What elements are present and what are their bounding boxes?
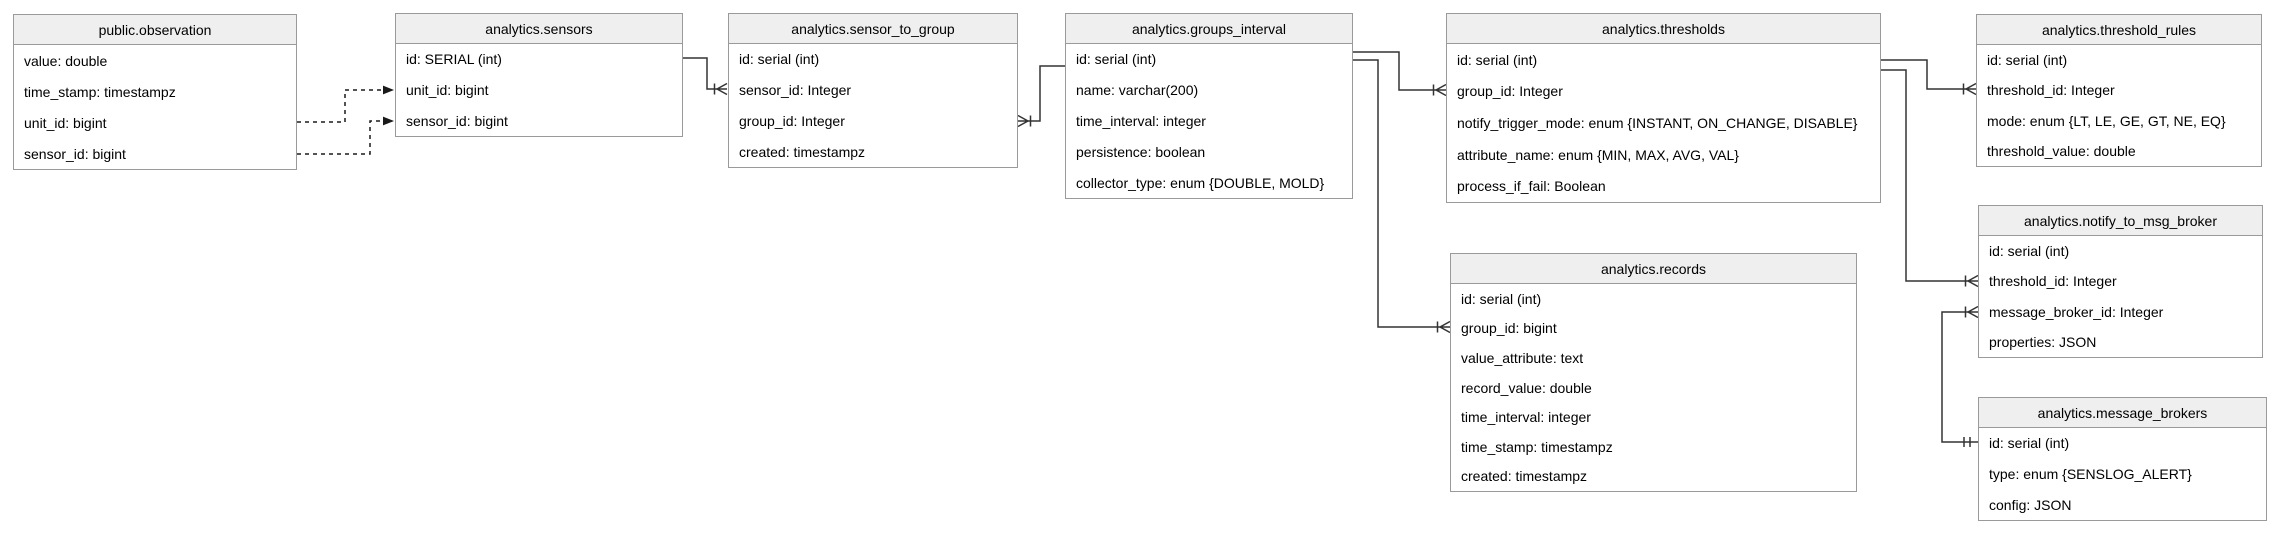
table-field[interactable]: name: varchar(200) (1076, 82, 1199, 99)
table-field[interactable]: id: serial (int) (739, 51, 820, 68)
table-field[interactable]: id: serial (int) (1457, 51, 1538, 68)
table-analytics-thresholds[interactable]: analytics.thresholds id: serial (int) gro… (1446, 13, 1881, 203)
table-fields: id: serial (int) name: varchar(200) time_i… (1066, 44, 1352, 198)
table-title[interactable]: analytics.sensors (396, 14, 682, 44)
table-fields: id: SERIAL (int) unit_id: bigint sensor_id… (396, 44, 682, 136)
table-field[interactable]: time_interval: integer (1076, 112, 1206, 129)
table-field[interactable]: value: double (24, 52, 108, 69)
table-field[interactable]: mode: enum {LT, LE, GE, GT, NE, EQ} (1987, 112, 2226, 129)
table-analytics-message_brokers[interactable]: analytics.message_brokers id: serial (in… (1978, 397, 2267, 521)
table-field[interactable]: created: timestampz (1461, 468, 1588, 485)
table-field[interactable]: id: serial (int) (1461, 290, 1542, 307)
table-analytics-notify_to_msg_broker[interactable]: analytics.notify_to_msg_broker id: seria… (1978, 205, 2263, 358)
table-field[interactable]: sensor_id: bigint (406, 112, 508, 129)
edge-message_brokers-id-to-notify_to_msg_broker-message_broker_id[interactable] (1941, 305, 1979, 448)
table-field[interactable]: config: JSON (1989, 496, 2072, 513)
table-field[interactable]: group_id: Integer (1457, 83, 1563, 100)
table-public-observation[interactable]: public.observation value: double time_sta… (13, 14, 297, 170)
edge-observation-sensor_id-to-sensors-sensor_id[interactable] (297, 116, 394, 155)
table-analytics-sensor_to_group[interactable]: analytics.sensor_to_group id: serial (in… (728, 13, 1018, 168)
table-field[interactable]: id: serial (int) (1989, 243, 2070, 260)
table-title[interactable]: analytics.sensor_to_group (729, 14, 1017, 44)
table-field[interactable]: sensor_id: bigint (24, 145, 126, 162)
table-field[interactable]: persistence: boolean (1076, 143, 1206, 160)
table-field[interactable]: notify_trigger_mode: enum {INSTANT, ON_C… (1457, 114, 1858, 131)
table-analytics-sensors[interactable]: analytics.sensors id: SERIAL (int) unit_i… (395, 13, 683, 137)
table-title[interactable]: analytics.notify_to_msg_broker (1979, 206, 2262, 236)
edge-thresholds-id-to-notify_to_msg_broker-threshold_id[interactable] (1881, 69, 1979, 288)
table-fields: value: double time_stamp: timestampz unit_… (14, 45, 296, 169)
table-title[interactable]: analytics.groups_interval (1066, 14, 1352, 44)
edge-sensors-id-to-sensor_to_group-sensor_id[interactable] (683, 57, 728, 96)
table-fields: id: serial (int) threshold_id: Integer mod… (1977, 45, 2261, 166)
table-title[interactable]: analytics.records (1451, 254, 1856, 284)
edge-groups_interval-id-to-thresholds-group_id[interactable] (1353, 51, 1447, 97)
table-field[interactable]: message_broker_id: Integer (1989, 303, 2164, 320)
table-fields: id: serial (int) group_id: bigint value_at… (1451, 284, 1856, 491)
table-title[interactable]: public.observation (14, 15, 296, 45)
table-field[interactable]: id: serial (int) (1987, 52, 2068, 69)
table-field[interactable]: properties: JSON (1989, 333, 2097, 350)
table-analytics-groups_interval[interactable]: analytics.groups_interval id: serial (in… (1065, 13, 1353, 199)
table-field[interactable]: threshold_id: Integer (1987, 82, 2115, 99)
table-fields: id: serial (int) group_id: Integer notify_… (1447, 44, 1880, 202)
table-field[interactable]: type: enum {SENSLOG_ALERT} (1989, 466, 2192, 482)
table-field[interactable]: id: SERIAL (int) (406, 51, 502, 68)
table-field[interactable]: id: serial (int) (1076, 51, 1157, 68)
table-field[interactable]: group_id: Integer (739, 112, 845, 129)
table-field[interactable]: time_stamp: timestampz (24, 83, 176, 100)
table-field[interactable]: id: serial (int) (1989, 435, 2070, 452)
edge-groups_interval-id-to-sensor_to_group-group_id[interactable] (1017, 65, 1065, 128)
table-field[interactable]: group_id: bigint (1461, 320, 1557, 337)
table-field[interactable]: time_stamp: timestampz (1461, 438, 1613, 455)
table-fields: id: serial (int) sensor_id: Integer group_… (729, 44, 1017, 167)
table-analytics-threshold_rules[interactable]: analytics.threshold_rules id: serial (in… (1976, 14, 2262, 167)
table-analytics-records[interactable]: analytics.records id: serial (int) group_… (1450, 253, 1857, 492)
table-title[interactable]: analytics.threshold_rules (1977, 15, 2261, 45)
table-fields: id: serial (int) type: enum {SENSLOG_ALER… (1979, 428, 2266, 520)
edge-groups_interval-id-to-records-group_id[interactable] (1353, 59, 1451, 334)
table-field[interactable]: process_if_fail: Boolean (1457, 178, 1606, 195)
table-field[interactable]: threshold_id: Integer (1989, 273, 2117, 290)
table-fields: id: serial (int) threshold_id: Integer mes… (1979, 236, 2262, 357)
table-field[interactable]: collector_type: enum {DOUBLE, MOLD} (1076, 174, 1325, 191)
table-title[interactable]: analytics.thresholds (1447, 14, 1880, 44)
table-field[interactable]: created: timestampz (739, 143, 866, 160)
table-field[interactable]: threshold_value: double (1987, 142, 2136, 159)
table-field[interactable]: unit_id: bigint (24, 114, 107, 131)
table-field[interactable]: unit_id: bigint (406, 82, 489, 98)
table-field[interactable]: value_attribute: text (1461, 349, 1584, 366)
table-field[interactable]: sensor_id: Integer (739, 82, 852, 99)
edge-observation-unit_id-to-sensors-unit_id[interactable] (297, 85, 394, 123)
table-field[interactable]: attribute_name: enum {MIN, MAX, AVG, VAL… (1457, 146, 1739, 163)
table-field[interactable]: record_value: double (1461, 379, 1592, 396)
table-title[interactable]: analytics.message_brokers (1979, 398, 2266, 428)
table-field[interactable]: time_interval: integer (1461, 409, 1591, 426)
edge-thresholds-id-to-threshold_rules-threshold_id[interactable] (1881, 59, 1977, 96)
